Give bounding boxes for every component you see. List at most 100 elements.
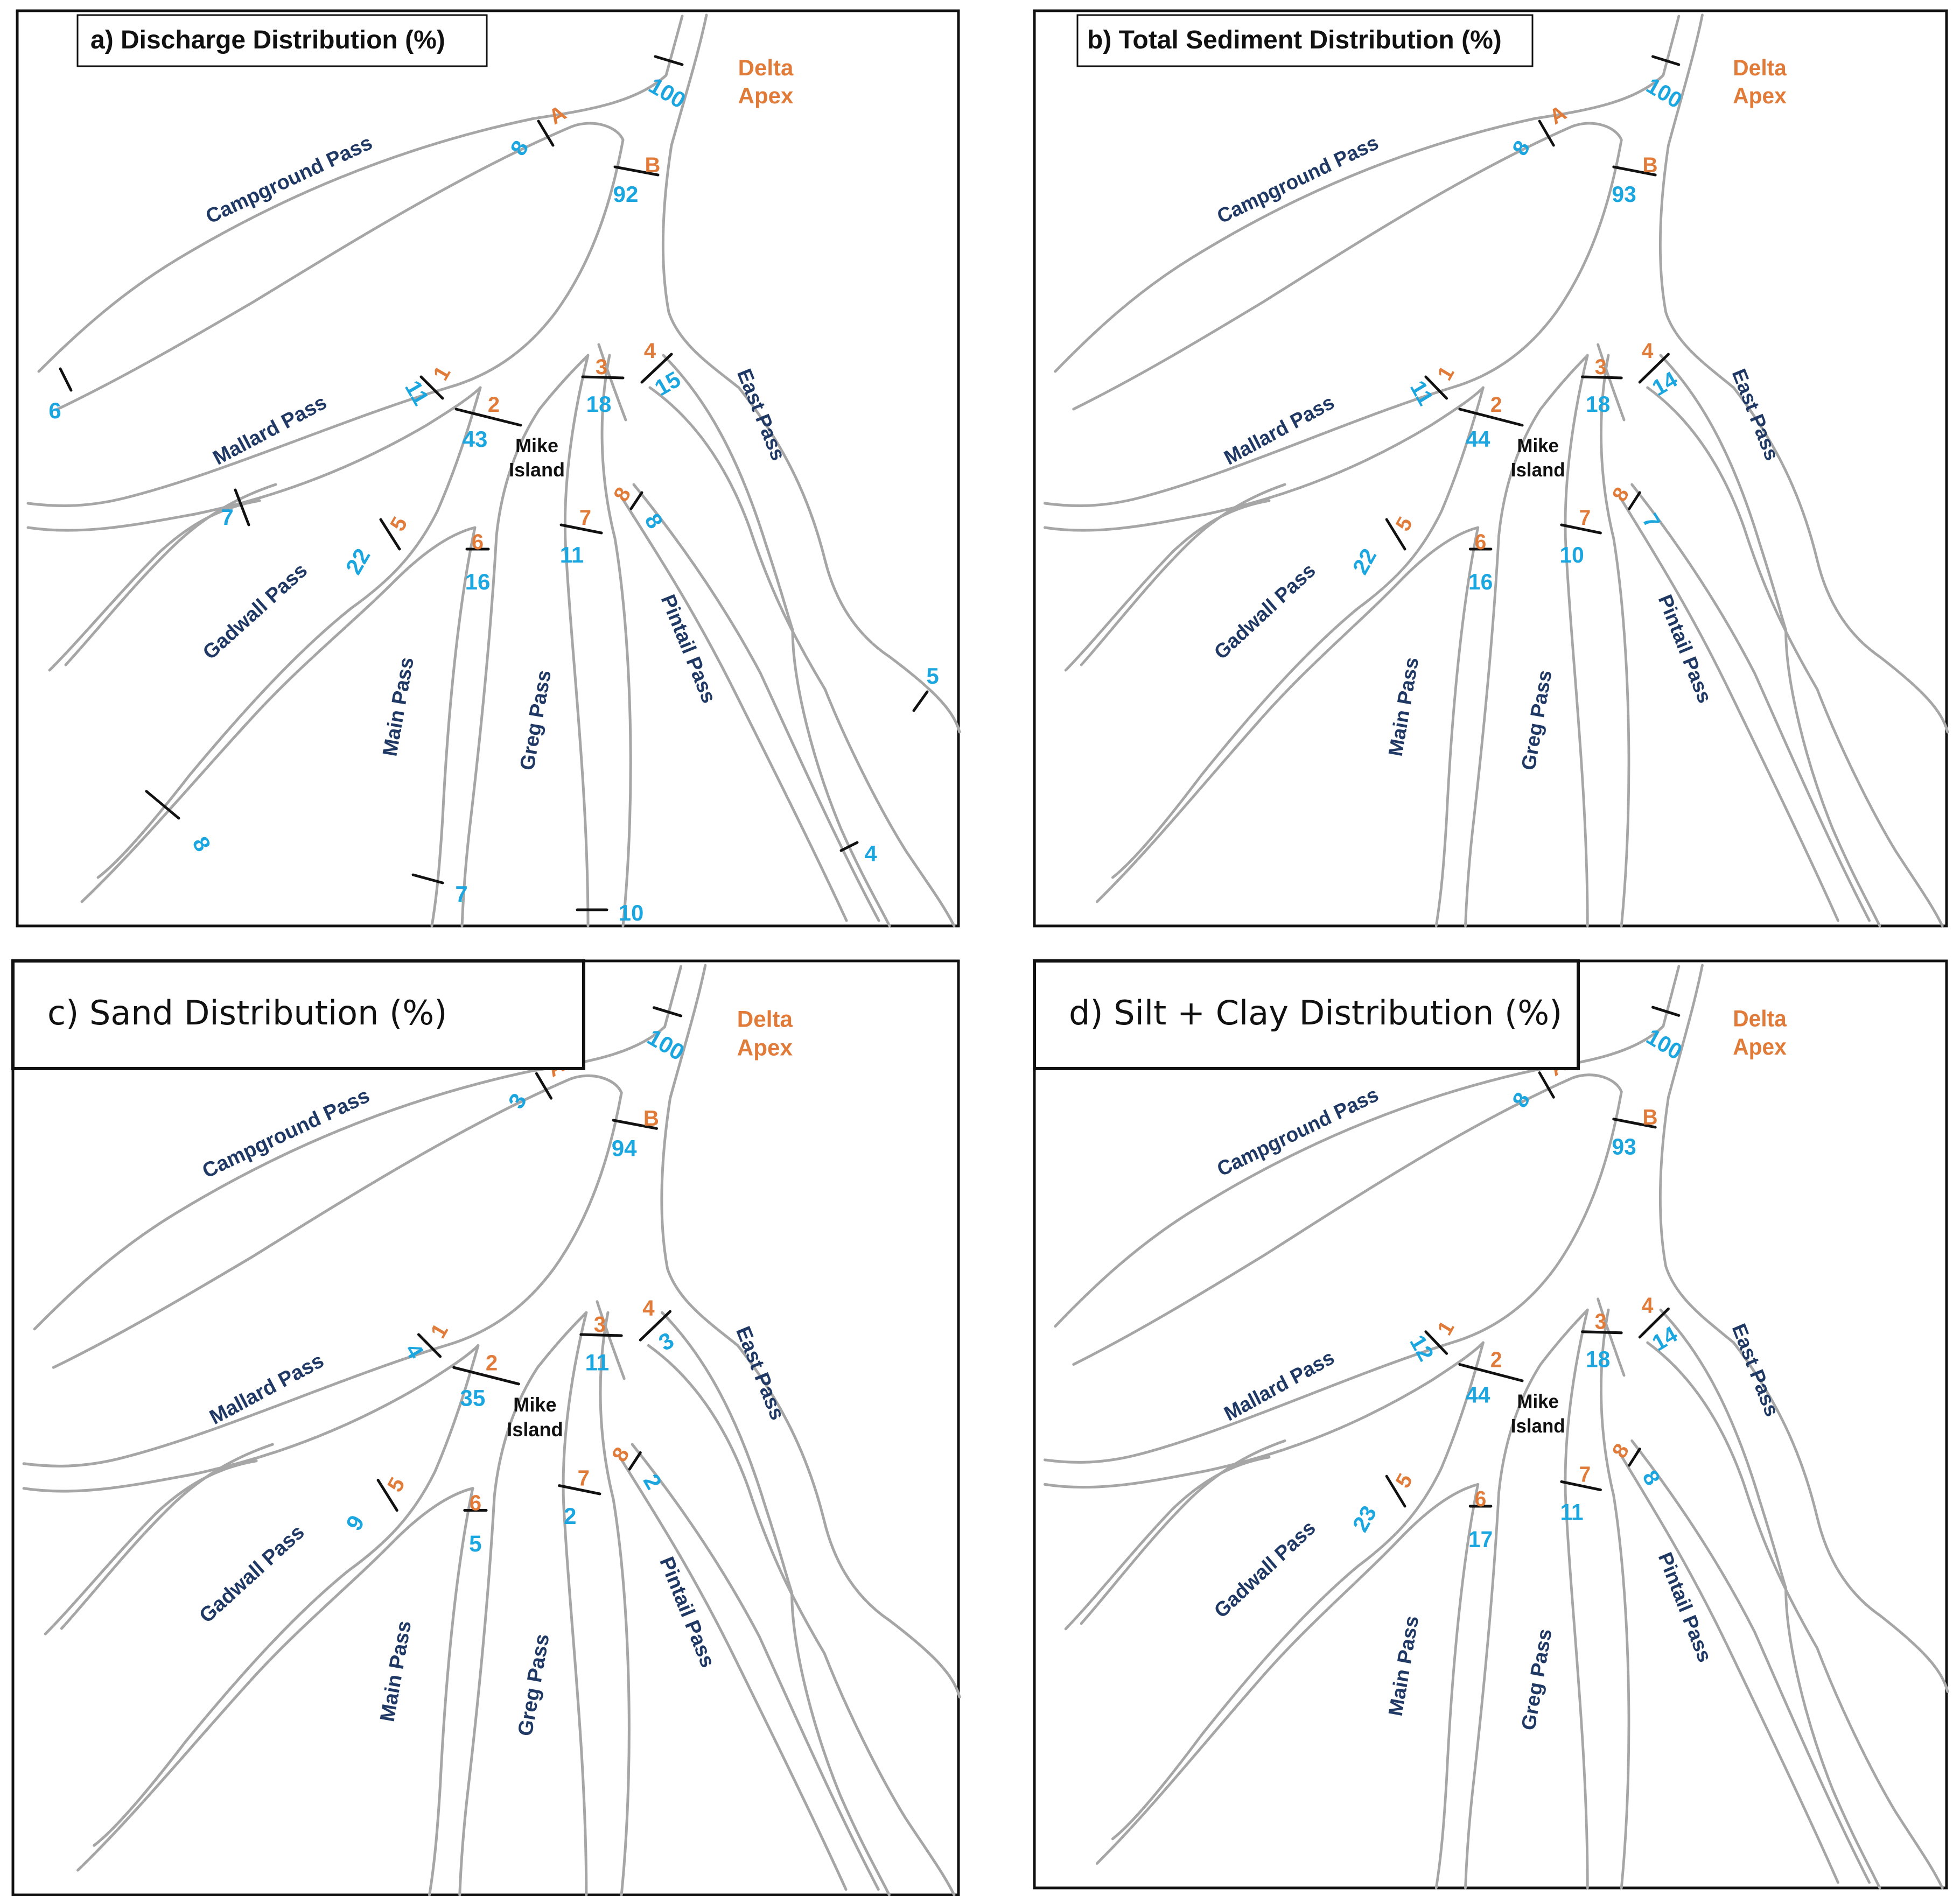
cross-section-mallard_out [234, 488, 250, 526]
cross-section-2 [452, 1366, 520, 1386]
channel-bank [1064, 1456, 1271, 1631]
cross-section-right_out [912, 690, 929, 712]
panel-title-box [1033, 959, 1580, 1070]
cross-section-7 [1560, 523, 1602, 535]
channel-bank [1646, 386, 1819, 691]
channel-bank [619, 494, 848, 922]
channel-bank [33, 965, 683, 1331]
cross-section-8 [628, 1451, 642, 1471]
value-7: 10 [1560, 542, 1584, 567]
channel-bank [597, 343, 627, 422]
panel-c: AB123456784351139522100394DeltaApexMikeI… [11, 959, 961, 1896]
channel-bank [1111, 386, 1485, 879]
value-7: 11 [560, 542, 584, 567]
cross-section-3 [581, 375, 625, 380]
delta-apex-label: Apex [1733, 83, 1787, 108]
channel-bank [48, 499, 261, 672]
panel-title-box [76, 14, 488, 67]
mike-island-label: Island [507, 1419, 563, 1441]
section-id-B: B [1643, 1105, 1658, 1129]
channel-bank [1080, 483, 1286, 666]
channel-bank [617, 1453, 848, 1891]
panel-b: AB12345678114418142216107100893DeltaApex… [1033, 9, 1949, 928]
section-id-2: 2 [486, 1350, 498, 1375]
channel-bank [1043, 1090, 1623, 1464]
channel-bank [430, 526, 477, 928]
channel-bank [1054, 15, 1681, 373]
channel-bank [26, 386, 482, 532]
channel-bank [1434, 526, 1480, 928]
value-3: 18 [1586, 391, 1610, 417]
channel-bank [1497, 354, 1589, 537]
value-3: 18 [586, 391, 612, 417]
channel-bank [64, 483, 277, 666]
value-7: 2 [564, 1504, 576, 1529]
channel-bank [596, 1300, 626, 1380]
channel-bank [1597, 343, 1626, 422]
value-6: 17 [1468, 1526, 1493, 1552]
section-id-6: 6 [470, 1490, 481, 1515]
value-6: 5 [469, 1532, 481, 1557]
section-id-3: 3 [594, 1312, 606, 1337]
section-id-7: 7 [578, 1465, 590, 1490]
panel-title: b) Total Sediment Distribution (%) [1087, 26, 1502, 54]
cross-section-top [654, 55, 684, 66]
cross-section-1 [419, 375, 444, 400]
panel-frame [11, 959, 960, 1896]
channel-bank [1564, 1308, 1589, 1890]
section-id-3: 3 [596, 355, 607, 379]
channel-bank [1600, 1308, 1630, 1890]
channel-bank [1043, 386, 1485, 532]
cross-section-4 [1638, 1307, 1670, 1339]
cross-section-A [1538, 1071, 1555, 1099]
cross-section-campground_out [59, 367, 73, 392]
mike-island-label: Mike [1517, 1391, 1559, 1413]
channel-bank [1072, 1073, 1623, 1366]
channel-bank [648, 386, 827, 691]
cross-section-8 [629, 491, 643, 510]
value-east_out: 4 [864, 841, 877, 866]
channel-bank [52, 1074, 623, 1369]
value-right_out: 5 [926, 663, 939, 689]
section-id-B: B [1643, 153, 1658, 177]
channel-bank [60, 1443, 274, 1630]
channel-bank [1659, 1308, 1787, 1590]
channel-bank [1054, 965, 1681, 1328]
value-B: 94 [612, 1136, 637, 1161]
channel-bank [37, 15, 684, 373]
cross-section-1 [1424, 1330, 1448, 1355]
value-7: 11 [1560, 1499, 1584, 1525]
channel-bank [96, 386, 482, 879]
channel-bank [460, 534, 498, 928]
cross-section-1 [417, 1333, 442, 1358]
value-6: 16 [1468, 569, 1493, 594]
panel-a: AB1234567811431815221611810089267871045D… [16, 9, 961, 928]
channel-bank [1597, 1297, 1626, 1377]
cross-section-7 [558, 1484, 601, 1495]
delta-apex-label: Delta [738, 55, 794, 80]
channel-bank [93, 1344, 480, 1847]
cross-section-2 [1458, 408, 1524, 427]
panel-frame [1033, 959, 1948, 1890]
value-main_out: 7 [455, 881, 467, 907]
channel-bank [1043, 1341, 1485, 1489]
value-B: 93 [1612, 1134, 1636, 1160]
channel-bank [1617, 1450, 1839, 1884]
channel-bank [660, 1311, 794, 1595]
delta-apex-label: Apex [737, 1035, 793, 1061]
channel-bank [631, 1443, 880, 1891]
value-3: 18 [1586, 1346, 1610, 1372]
cross-section-2 [1458, 1363, 1524, 1382]
value-3: 11 [585, 1350, 610, 1375]
cross-section-gadwall_out [145, 790, 180, 820]
cross-section-A [537, 120, 555, 147]
channel-bank [76, 1487, 474, 1872]
section-id-4: 4 [1642, 339, 1654, 363]
channel-bank [1064, 499, 1271, 672]
delta-apex-label: Apex [1733, 1034, 1787, 1059]
channel-bank [823, 687, 956, 928]
channel-bank [1464, 1491, 1500, 1890]
channel-bank [1095, 526, 1480, 903]
